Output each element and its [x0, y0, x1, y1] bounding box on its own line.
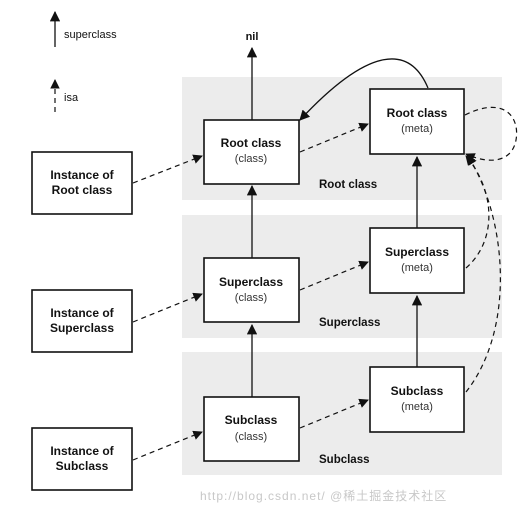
root-instance-isa-edge: [132, 154, 203, 184]
isa-edges: [132, 106, 518, 461]
root-class-node: Root class (class): [203, 119, 300, 185]
superclass-instance-line1: Instance of: [50, 306, 114, 320]
subclass-class-line1: Subclass: [225, 413, 278, 427]
superclass-meta-line1: Superclass: [385, 245, 449, 259]
root-meta-to-root-class-edge: [299, 58, 429, 121]
root-class-line1: Root class: [221, 136, 282, 150]
superclass-instance-isa-edge: [132, 292, 203, 323]
root-instance-line1: Instance of: [50, 168, 114, 182]
subclass-meta-line2: (meta): [401, 401, 433, 413]
root-meta-node: Root class (meta): [369, 88, 465, 155]
root-instance-node: Instance of Root class: [31, 151, 133, 215]
legend-isa-label: isa: [64, 92, 79, 104]
subclass-instance-line2: Subclass: [56, 459, 109, 473]
subclass-meta-isa-edge: [465, 155, 501, 393]
legend: superclass isa: [49, 10, 117, 112]
subclass-class-line2: (class): [235, 431, 267, 443]
subclass-class-node: Subclass (class): [203, 396, 300, 462]
root-class-isa-edge: [299, 122, 369, 153]
superclass-class-isa-edge: [299, 260, 369, 291]
superclass-edges: [246, 46, 429, 397]
root-class-band-label: Root class: [319, 179, 377, 191]
subclass-meta-node: Subclass (meta): [369, 366, 465, 433]
superclass-instance-node: Instance of Superclass: [31, 289, 133, 353]
subclass-instance-line1: Instance of: [50, 444, 114, 458]
legend-superclass-label: superclass: [64, 29, 117, 41]
superclass-band-label: Superclass: [319, 317, 380, 329]
nil-label: nil: [246, 31, 259, 43]
subclass-band-label: Subclass: [319, 454, 370, 466]
superclass-instance-line2: Superclass: [50, 321, 114, 335]
superclass-meta-node: Superclass (meta): [369, 227, 465, 294]
root-class-line2: (class): [235, 153, 267, 165]
root-instance-line2: Root class: [52, 183, 113, 197]
superclass-class-node: Superclass (class): [203, 257, 300, 323]
watermark-text: http://blog.csdn.net/ @稀土掘金技术社区: [200, 488, 447, 503]
subclass-instance-node: Instance of Subclass: [31, 427, 133, 491]
subclass-class-isa-edge: [299, 398, 369, 429]
root-meta-self-isa-edge: [464, 106, 518, 162]
subclass-instance-isa-edge: [132, 430, 203, 461]
root-meta-line1: Root class: [387, 106, 448, 120]
superclass-class-line1: Superclass: [219, 275, 283, 289]
subclass-meta-line1: Subclass: [391, 384, 444, 398]
root-meta-line2: (meta): [401, 123, 433, 135]
superclass-class-line2: (class): [235, 292, 267, 304]
superclass-meta-line2: (meta): [401, 262, 433, 274]
